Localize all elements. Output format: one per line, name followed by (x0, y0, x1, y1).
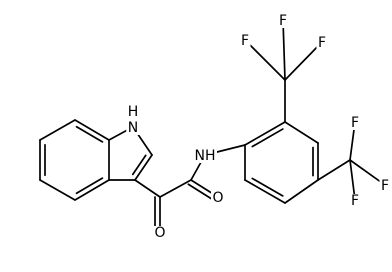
atom-f-6: F (349, 193, 361, 209)
atom-labels: NH NH O O F F F F F F (126, 13, 391, 241)
bond-aryl-1 (244, 121, 286, 146)
atom-n-indole: N (126, 120, 140, 136)
atom-o-amide: O (210, 190, 226, 206)
atom-f-2: F (239, 33, 251, 49)
atom-f-4-knockout (349, 116, 361, 130)
atom-h-indole-knockout (126, 105, 140, 119)
atom-f-6-knockout (349, 194, 361, 208)
atom-nh-amide-text: NH (195, 148, 216, 164)
atom-f-5-text: F (381, 178, 389, 194)
bond-keto-amide (159, 179, 192, 198)
atom-n-indole-knockout (126, 121, 140, 135)
bond-benzo-5 (74, 119, 110, 141)
bond-amide-o-double (187, 183, 217, 203)
atom-f-2-knockout (239, 34, 251, 48)
bond-aryl-5-double (251, 177, 284, 197)
atom-h-indole: H (126, 104, 140, 120)
atom-f-5: F (379, 178, 391, 194)
bond-aryl-4 (284, 179, 319, 204)
atom-o-ketone-text: O (154, 225, 165, 241)
atom-f-1: F (277, 13, 289, 29)
bond-cf-top-f3 (284, 41, 323, 81)
bond-cf-bot-f5 (349, 159, 386, 186)
bond-benzo-2 (39, 179, 76, 201)
atom-f-3: F (316, 35, 328, 51)
atom-h-indole-text: H (128, 104, 139, 120)
bond-aryl-cf3-bottom (317, 159, 351, 181)
bond-cf-bot-f6 (349, 159, 356, 201)
bond-benzo-6 (39, 119, 76, 141)
bond-cf-top-f1 (282, 19, 286, 81)
bonds (39, 19, 386, 233)
bond-aryl-5 (244, 179, 286, 204)
atom-f-1-knockout (277, 14, 289, 28)
bond-c3-keto (134, 179, 161, 198)
atom-nh-amide-knockout (193, 149, 217, 163)
atom-f-3-text: F (318, 35, 326, 51)
atom-f-1-text: F (279, 13, 287, 29)
bond-pyrrole-c2-c3-double (131, 154, 147, 176)
bond-aryl-1-double (251, 128, 284, 148)
bond-benzo-3 (74, 179, 110, 201)
bond-pyrrole-c2-c3 (134, 154, 153, 181)
atom-nh-amide: NH (193, 148, 217, 164)
atom-o-ketone-knockout (152, 226, 168, 240)
bond-aryl-2 (284, 121, 319, 144)
atom-o-amide-knockout (210, 191, 226, 205)
atom-o-ketone: O (152, 225, 168, 241)
bond-benzo-5-double (75, 125, 104, 143)
atom-f-4: F (349, 115, 361, 131)
atom-f-5-knockout (379, 179, 391, 193)
bond-benzo-3-double (75, 177, 104, 195)
atom-f-6-text: F (351, 193, 359, 209)
atom-f-3-knockout (316, 36, 328, 50)
atom-n-indole-text: N (128, 120, 138, 136)
bond-cf-top-f2 (244, 39, 286, 81)
atom-f-4-text: F (351, 115, 359, 131)
atom-f-2-text: F (241, 33, 249, 49)
atom-o-amide-text: O (212, 190, 223, 206)
